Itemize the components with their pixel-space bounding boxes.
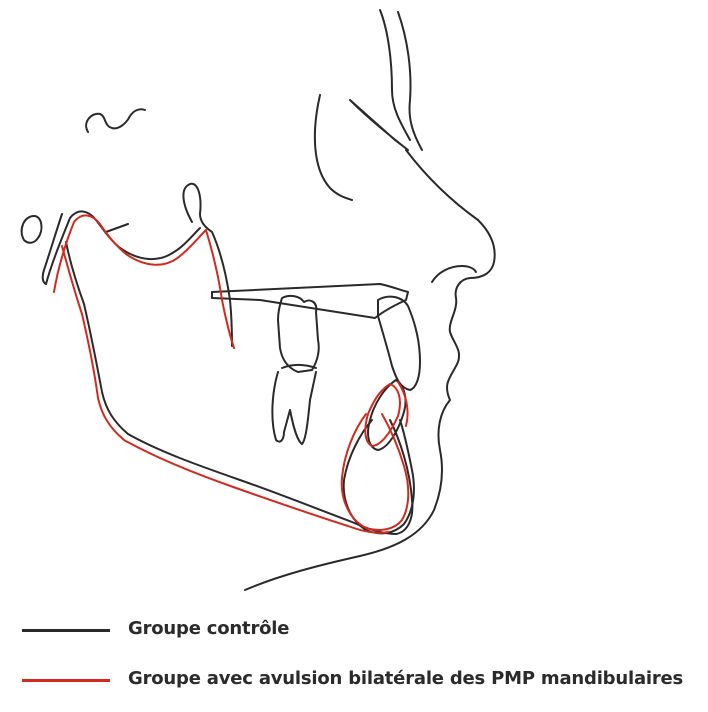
control-forehead-line-inner [398,12,422,150]
legend-item-control: Groupe contrôle [22,612,702,644]
control-nasal-ala [432,266,476,282]
control-pterygoid [43,214,62,284]
legend-label-extraction: Groupe avec avulsion bilatérale des PMP … [128,668,683,689]
control-lower-incisor [368,380,406,450]
control-molar-crown-line [282,365,316,368]
legend-swatch-control [22,629,110,632]
legend-item-extraction: Groupe avec avulsion bilatérale des PMP … [22,662,702,694]
control-porion [22,216,42,243]
legend: Groupe contrôle Groupe avec avulsion bil… [22,612,702,712]
extraction-symphysis [342,414,409,530]
control-coronoid-notch [120,228,200,259]
control-condyle-line [106,224,128,232]
control-orbit [315,95,352,200]
cephalometric-tracing [0,0,708,600]
control-forehead-line-outer [380,10,410,140]
control-sella-turcica [86,109,145,132]
legend-swatch-extraction [22,679,110,682]
control-group-tracing [22,10,495,590]
control-facial-profile [245,150,495,590]
extraction-coronoid-loop [206,230,234,348]
control-molar-roots [272,372,316,444]
control-nasal-wedge [350,100,408,150]
control-coronoid-loop [183,184,232,346]
extraction-group-tracing [54,215,408,532]
extraction-mandible-outline [62,246,388,533]
legend-label-control: Groupe contrôle [128,618,289,639]
